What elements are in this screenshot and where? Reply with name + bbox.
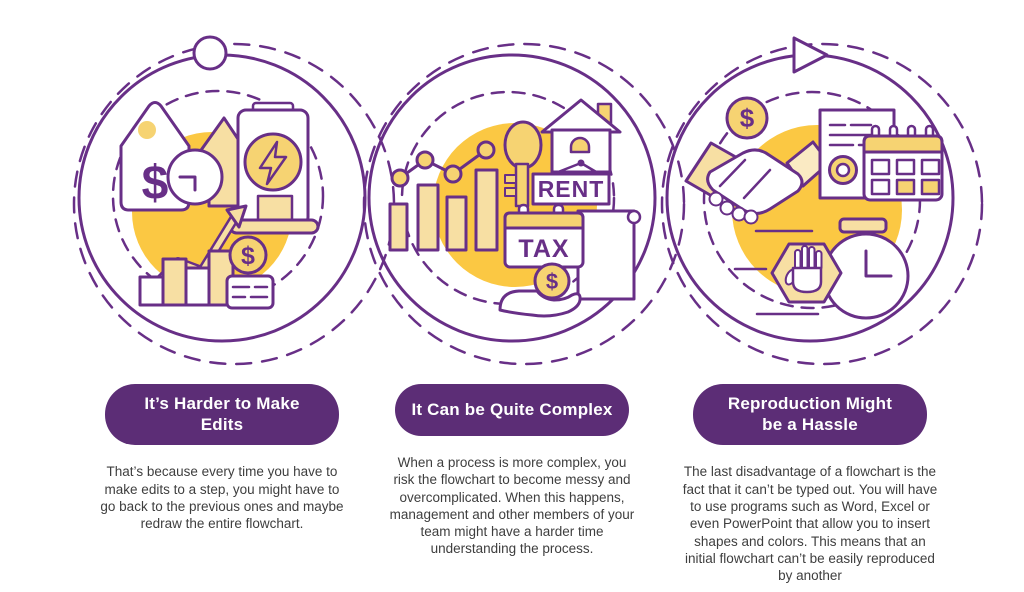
handshake-icon [684, 140, 831, 225]
stop-hand-hexagon-icon [770, 242, 843, 304]
stopwatch-icon [822, 217, 910, 320]
tag-dollar-sign: $ [142, 157, 169, 210]
panel-title-badge: It Can be Quite Complex [395, 384, 629, 436]
panel1-icons: $ $ [119, 35, 320, 310]
play-triangle-marker-icon [792, 36, 829, 74]
illustrations: $ $ [72, 35, 984, 366]
hand-coin-dollar-sign: $ [546, 269, 558, 294]
dollar-coin-icon: $ [725, 96, 769, 140]
dollar-coin-stack-icon: $ [225, 235, 275, 310]
top-coin-dollar-sign: $ [740, 103, 755, 133]
key-icon [503, 120, 543, 208]
panel-description: The last disadvantage of a flowchart is … [682, 464, 938, 584]
hand-coin-icon: $ [498, 262, 582, 318]
start-circle-marker-icon [192, 35, 228, 71]
energy-building-icon [228, 101, 320, 235]
calendar-icon [862, 124, 944, 202]
tax-sign-label: TAX [518, 235, 569, 263]
clock-icon [166, 148, 224, 206]
rent-sign-label: RENT [538, 176, 605, 202]
panel-description: When a process is more complex, you risk… [389, 455, 635, 557]
panel-description: That’s because every time you have to ma… [100, 464, 344, 532]
line-chart-icon [390, 140, 496, 188]
panel-harder-to-make-edits: It’s Harder to Make Edits That’s because… [92, 384, 352, 533]
panel3-icons: $ [684, 36, 944, 320]
bar-chart-icon [388, 168, 499, 252]
decorative-lines [733, 229, 820, 316]
tax-calendar-icon: TAX [503, 203, 585, 269]
house-rent-sign-icon: RENT [531, 98, 622, 206]
panel-title-badge: Reproduction Might be a Hassle [693, 384, 927, 446]
panel2-icons: RENT TAX $ [388, 98, 642, 318]
document-scroll-icon [576, 209, 642, 301]
panel-quite-complex: It Can be Quite Complex When a process i… [382, 384, 642, 558]
panel-reproduction-hassle: Reproduction Might be a Hassle The last … [680, 384, 940, 584]
panel-title-badge: It’s Harder to Make Edits [105, 384, 339, 446]
coin-dollar-sign: $ [241, 242, 255, 270]
